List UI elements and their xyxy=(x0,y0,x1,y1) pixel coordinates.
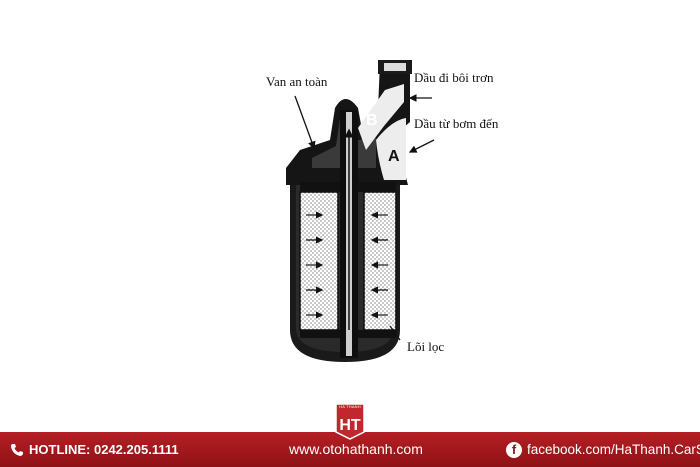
logo-top-text: HA THANH xyxy=(339,404,361,409)
hotline-text: HOTLINE: 0242.205.1111 xyxy=(29,442,179,457)
facebook-text: facebook.com/HaThanh.CarSpa xyxy=(527,442,700,457)
oil-in-label: Dầu từ bơm đến xyxy=(414,116,499,131)
hotline[interactable]: HOTLINE: 0242.205.1111 xyxy=(10,441,179,458)
facebook-link[interactable]: f facebook.com/HaThanh.CarSpa xyxy=(506,441,700,458)
logo-letters: HT xyxy=(339,417,361,434)
oil-out-label: Dầu đi bôi trơn xyxy=(414,70,494,85)
hathanh-logo: HT xyxy=(335,403,365,440)
safety-valve-label: Van an toàn xyxy=(266,74,328,89)
filter-element xyxy=(299,182,397,338)
channel-b-mark: B xyxy=(366,112,378,129)
center-tube xyxy=(340,110,358,358)
oil-filter-diagram xyxy=(286,60,435,362)
filter-core-label: Lõi lọc xyxy=(407,339,445,354)
website-link[interactable]: www.otohathanh.com xyxy=(289,441,423,457)
phone-icon xyxy=(10,443,24,457)
channel-a-mark: A xyxy=(388,148,400,165)
facebook-icon: f xyxy=(506,441,522,458)
element-flow-arrows xyxy=(306,211,388,319)
leader-lines xyxy=(294,94,435,341)
